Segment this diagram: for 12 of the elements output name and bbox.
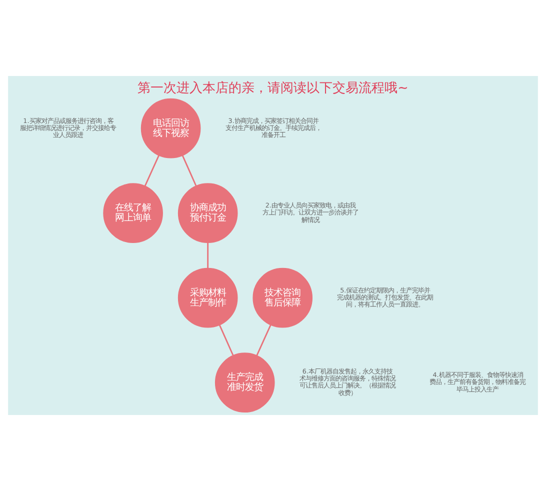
node-circle: 采购材料生产制作	[178, 268, 238, 328]
connector	[256, 324, 272, 356]
node-circle: 技术咨询售后保障	[252, 268, 313, 328]
connector	[144, 155, 160, 186]
diagram-title: 第一次进入本店的亲，请阅读以下交易流程哦~	[138, 80, 408, 96]
node-circle: 生产完成准时发货	[214, 352, 275, 412]
node-circle: 电话回访线下视察	[140, 98, 201, 158]
connector	[207, 242, 209, 268]
node-circle: 在线了解网上询单	[103, 183, 163, 243]
connector	[219, 324, 234, 356]
node-circle: 协商成功预付订金	[178, 183, 238, 243]
connector	[182, 155, 197, 186]
